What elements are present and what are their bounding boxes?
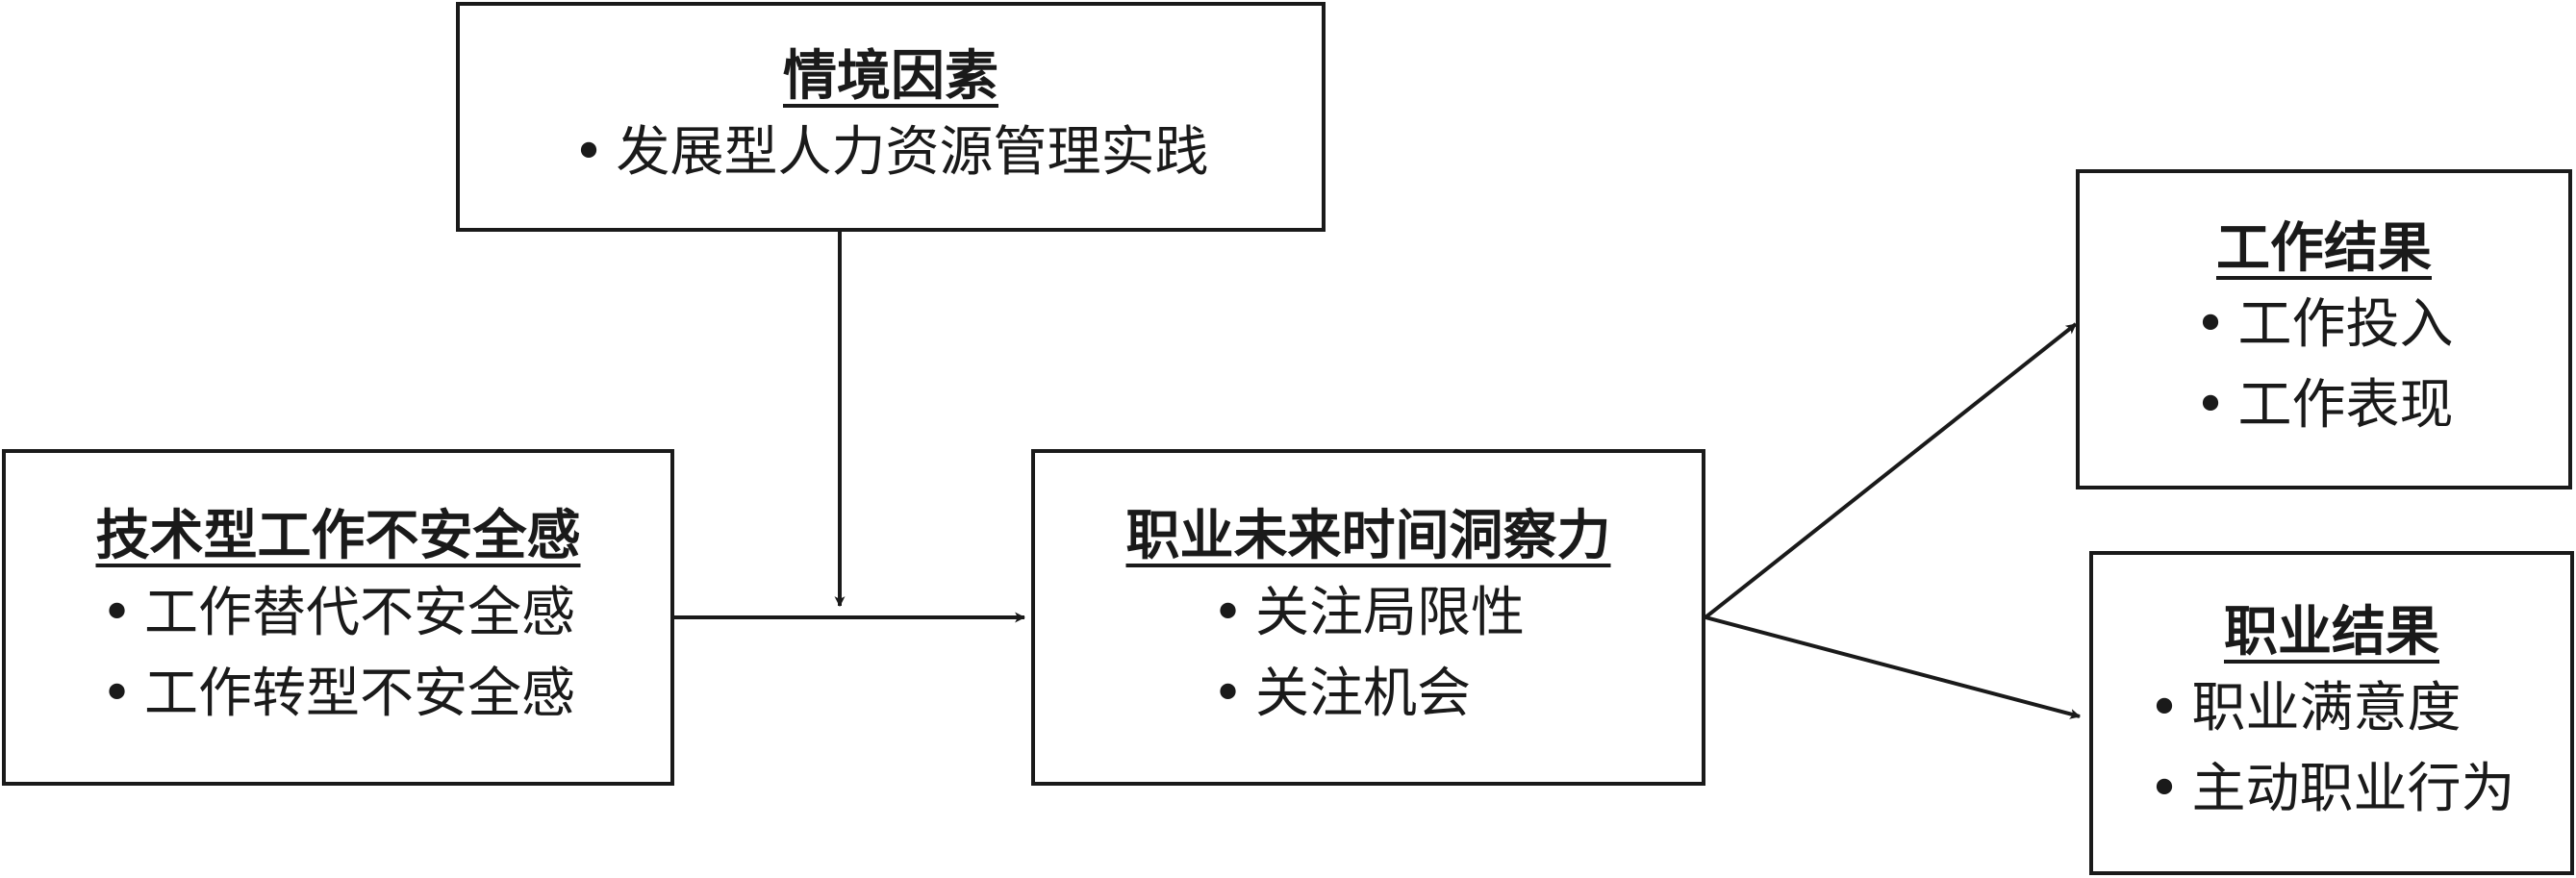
insecurity-item-label: 工作转型不安全感: [144, 662, 576, 725]
foresight-item: •关注机会: [1212, 654, 1471, 735]
career-item: •主动职业行为: [2148, 749, 2514, 830]
work-item-label: 工作投入: [2237, 293, 2454, 357]
work-item: •工作表现: [2194, 365, 2453, 446]
bullet-icon: •: [572, 121, 605, 185]
bullet-icon: •: [2148, 677, 2181, 740]
context-factors-box: 情境因素 •发展型人力资源管理实践: [456, 2, 1326, 232]
bullet-icon: •: [2148, 758, 2181, 821]
career-outcomes-title: 职业结果: [2224, 600, 2439, 664]
work-outcomes-title: 工作结果: [2216, 216, 2432, 280]
bullet-icon: •: [1211, 662, 1245, 725]
foresight-item-label: 关注机会: [1255, 662, 1472, 725]
career-foresight-box: 职业未来时间洞察力 •关注局限性 •关注机会: [1031, 449, 1705, 786]
tech-insecurity-box: 技术型工作不安全感 •工作替代不安全感 •工作转型不安全感: [2, 449, 674, 786]
insecurity-item-label: 工作替代不安全感: [144, 581, 576, 644]
foresight-item-label: 关注局限性: [1255, 581, 1526, 644]
bullet-icon: •: [100, 662, 134, 725]
work-item: •工作投入: [2194, 285, 2453, 365]
arrow-foresight-to-career: [1705, 615, 2082, 719]
context-factors-title: 情境因素: [783, 44, 998, 108]
bullet-icon: •: [2194, 293, 2227, 357]
foresight-item: •关注局限性: [1212, 573, 1525, 654]
work-outcomes-box: 工作结果 •工作投入 •工作表现: [2076, 169, 2572, 489]
context-item: •发展型人力资源管理实践: [572, 113, 1208, 193]
bullet-icon: •: [100, 581, 134, 644]
insecurity-item: •工作替代不安全感: [101, 573, 575, 654]
context-item-label: 发展型人力资源管理实践: [616, 121, 1209, 185]
career-item-label: 主动职业行为: [2191, 758, 2515, 821]
arrow-foresight-to-work: [1704, 322, 2078, 619]
bullet-icon: •: [2194, 374, 2227, 438]
career-item: •职业满意度: [2148, 668, 2461, 749]
career-foresight-title: 职业未来时间洞察力: [1125, 505, 1611, 568]
career-item-label: 职业满意度: [2191, 677, 2462, 740]
work-item-label: 工作表现: [2237, 374, 2454, 438]
tech-insecurity-title: 技术型工作不安全感: [95, 505, 581, 568]
insecurity-item: •工作转型不安全感: [101, 654, 575, 735]
career-outcomes-box: 职业结果 •职业满意度 •主动职业行为: [2089, 551, 2574, 875]
bullet-icon: •: [1211, 581, 1245, 644]
